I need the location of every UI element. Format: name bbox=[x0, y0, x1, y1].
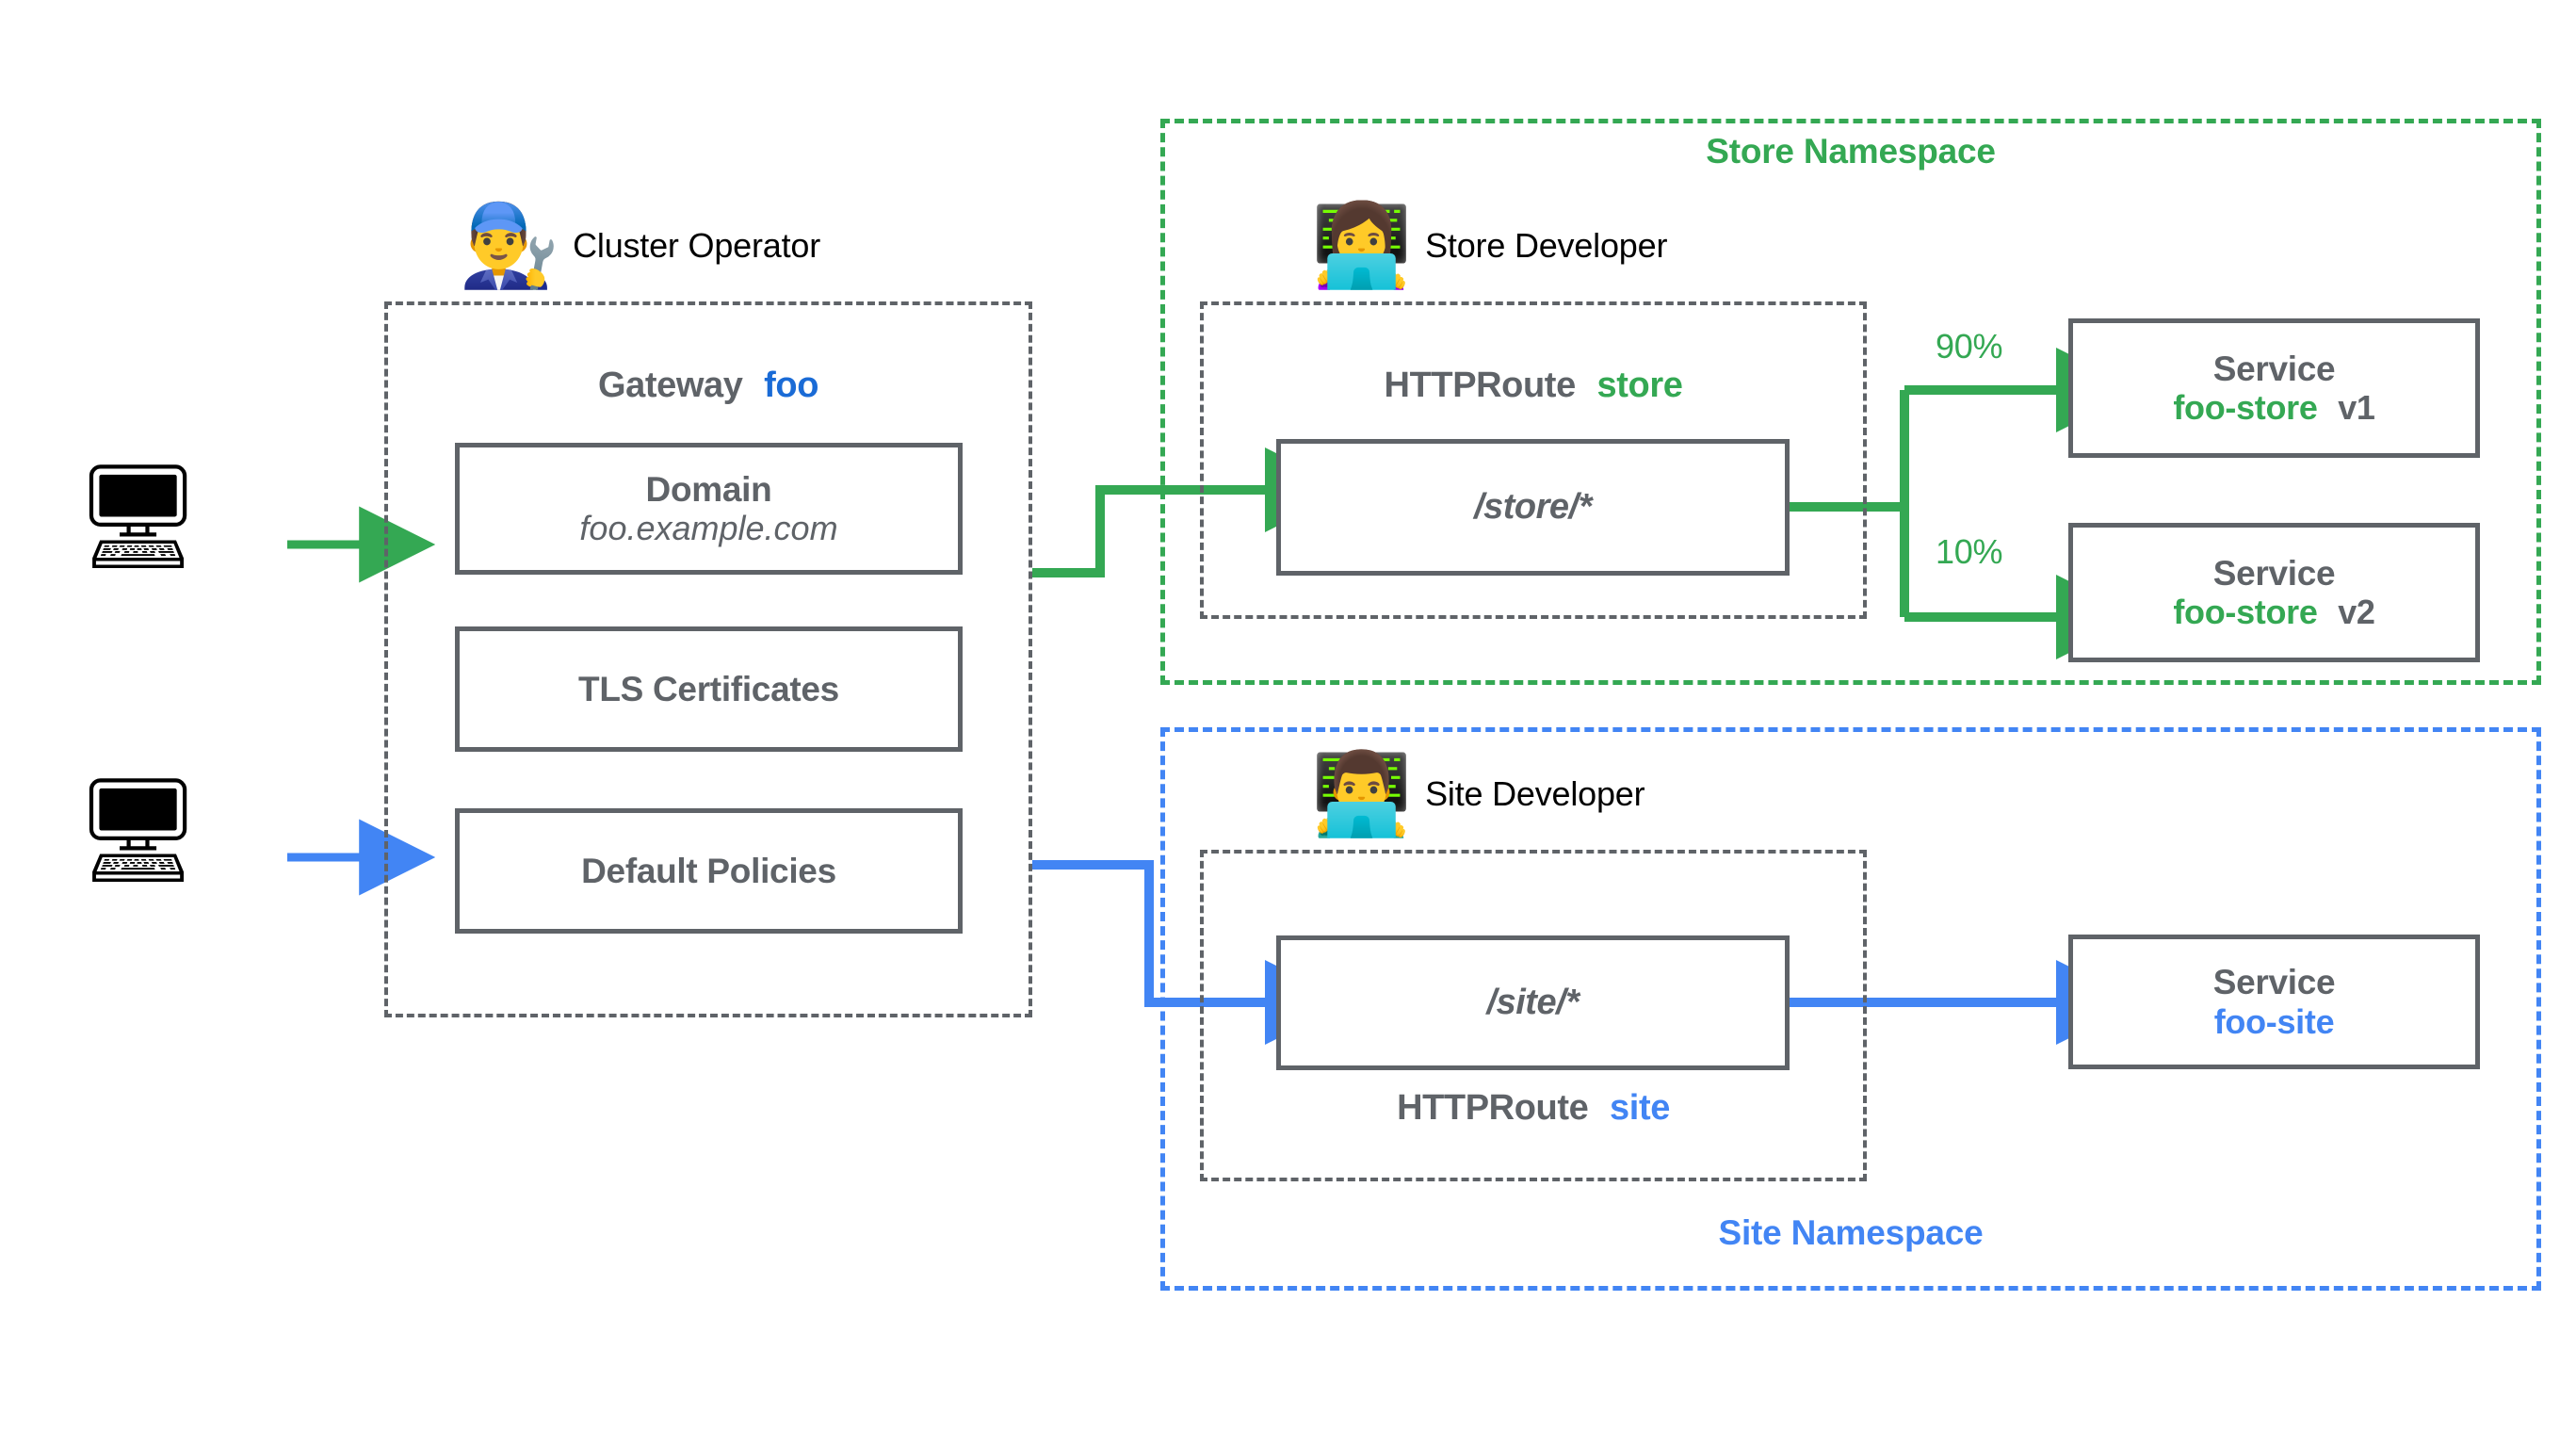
service-foo-store-v2-title: Service bbox=[2212, 553, 2336, 593]
client-computer-1: 🖥 bbox=[73, 458, 203, 576]
site-namespace-boundary bbox=[1160, 727, 2541, 1291]
gateway-name: foo bbox=[764, 366, 819, 405]
service-foo-store-v1-name-row: foo-store v1 bbox=[2173, 388, 2375, 428]
gateway-box-domain[interactable]: Domain foo.example.com bbox=[455, 443, 963, 575]
service-foo-store-v2-name-row: foo-store v2 bbox=[2173, 593, 2375, 632]
persona-cluster-operator: 👨‍🔧 Cluster Operator bbox=[459, 205, 820, 286]
gateway-box-tls-certificates[interactable]: TLS Certificates bbox=[455, 626, 963, 752]
service-foo-site-name-row: foo-site bbox=[2214, 1002, 2335, 1041]
service-foo-site-name: foo-site bbox=[2213, 1001, 2335, 1041]
service-box-foo-site[interactable]: Service foo-site bbox=[2068, 935, 2480, 1069]
site-route-name: site bbox=[1610, 1088, 1670, 1128]
site-namespace-caption: Site Namespace bbox=[1718, 1213, 1984, 1252]
gateway-boundary bbox=[384, 301, 1032, 1017]
store-route-path: /store/* bbox=[1474, 487, 1592, 527]
site-route-match-box[interactable]: /site/* bbox=[1276, 935, 1790, 1070]
gateway-box-tls-certificates-title: TLS Certificates bbox=[578, 669, 839, 708]
store-route-boundary bbox=[1200, 301, 1867, 619]
gateway-box-default-policies-title: Default Policies bbox=[581, 851, 836, 890]
service-foo-site-title: Service bbox=[2212, 963, 2336, 1002]
cluster-operator-label: Cluster Operator bbox=[573, 226, 820, 265]
cluster-operator-avatar: 👨‍🔧 bbox=[459, 199, 560, 293]
gateway-box-domain-title: Domain bbox=[645, 469, 772, 509]
service-foo-store-v2-version: v2 bbox=[2338, 593, 2375, 632]
site-route-boundary bbox=[1200, 850, 1867, 1181]
service-box-foo-store-v2[interactable]: Service foo-store v2 bbox=[2068, 523, 2480, 662]
gateway-heading-prefix: Gateway bbox=[597, 366, 743, 405]
client-computer-2: 🖥 bbox=[73, 772, 203, 889]
store-developer-avatar: 👩‍💻 bbox=[1311, 199, 1413, 293]
site-developer-avatar: 👨‍💻 bbox=[1311, 747, 1413, 841]
store-route-match-box[interactable]: /store/* bbox=[1276, 439, 1790, 576]
store-route-prefix: HTTPRoute bbox=[1384, 366, 1577, 405]
service-box-foo-store-v1[interactable]: Service foo-store v1 bbox=[2068, 318, 2480, 458]
store-namespace-boundary bbox=[1160, 119, 2541, 685]
site-route-path: /site/* bbox=[1486, 983, 1580, 1022]
gateway-heading: Gateway foo bbox=[384, 366, 1032, 406]
store-developer-label: Store Developer bbox=[1425, 226, 1668, 265]
site-route-prefix: HTTPRoute bbox=[1397, 1088, 1589, 1128]
service-foo-store-v1-name: foo-store bbox=[2173, 388, 2318, 428]
gateway-box-domain-subtitle: foo.example.com bbox=[579, 509, 838, 548]
persona-site-developer: 👨‍💻 Site Developer bbox=[1311, 747, 1645, 841]
persona-store-developer: 👩‍💻 Store Developer bbox=[1311, 205, 1667, 286]
site-route-heading: HTTPRoute site bbox=[1200, 1088, 1867, 1129]
service-foo-store-v2-name: foo-store bbox=[2173, 593, 2318, 632]
store-backend-weight-1: 90% bbox=[1936, 327, 2003, 366]
service-foo-store-v1-title: Service bbox=[2212, 349, 2336, 388]
site-developer-label: Site Developer bbox=[1425, 774, 1645, 813]
store-route-name: store bbox=[1596, 366, 1683, 405]
store-route-heading: HTTPRoute store bbox=[1200, 366, 1867, 406]
gateway-box-default-policies[interactable]: Default Policies bbox=[455, 808, 963, 934]
store-backend-weight-2: 10% bbox=[1936, 532, 2003, 571]
store-namespace-caption: Store Namespace bbox=[1706, 132, 1996, 171]
service-foo-store-v1-version: v1 bbox=[2338, 388, 2375, 428]
